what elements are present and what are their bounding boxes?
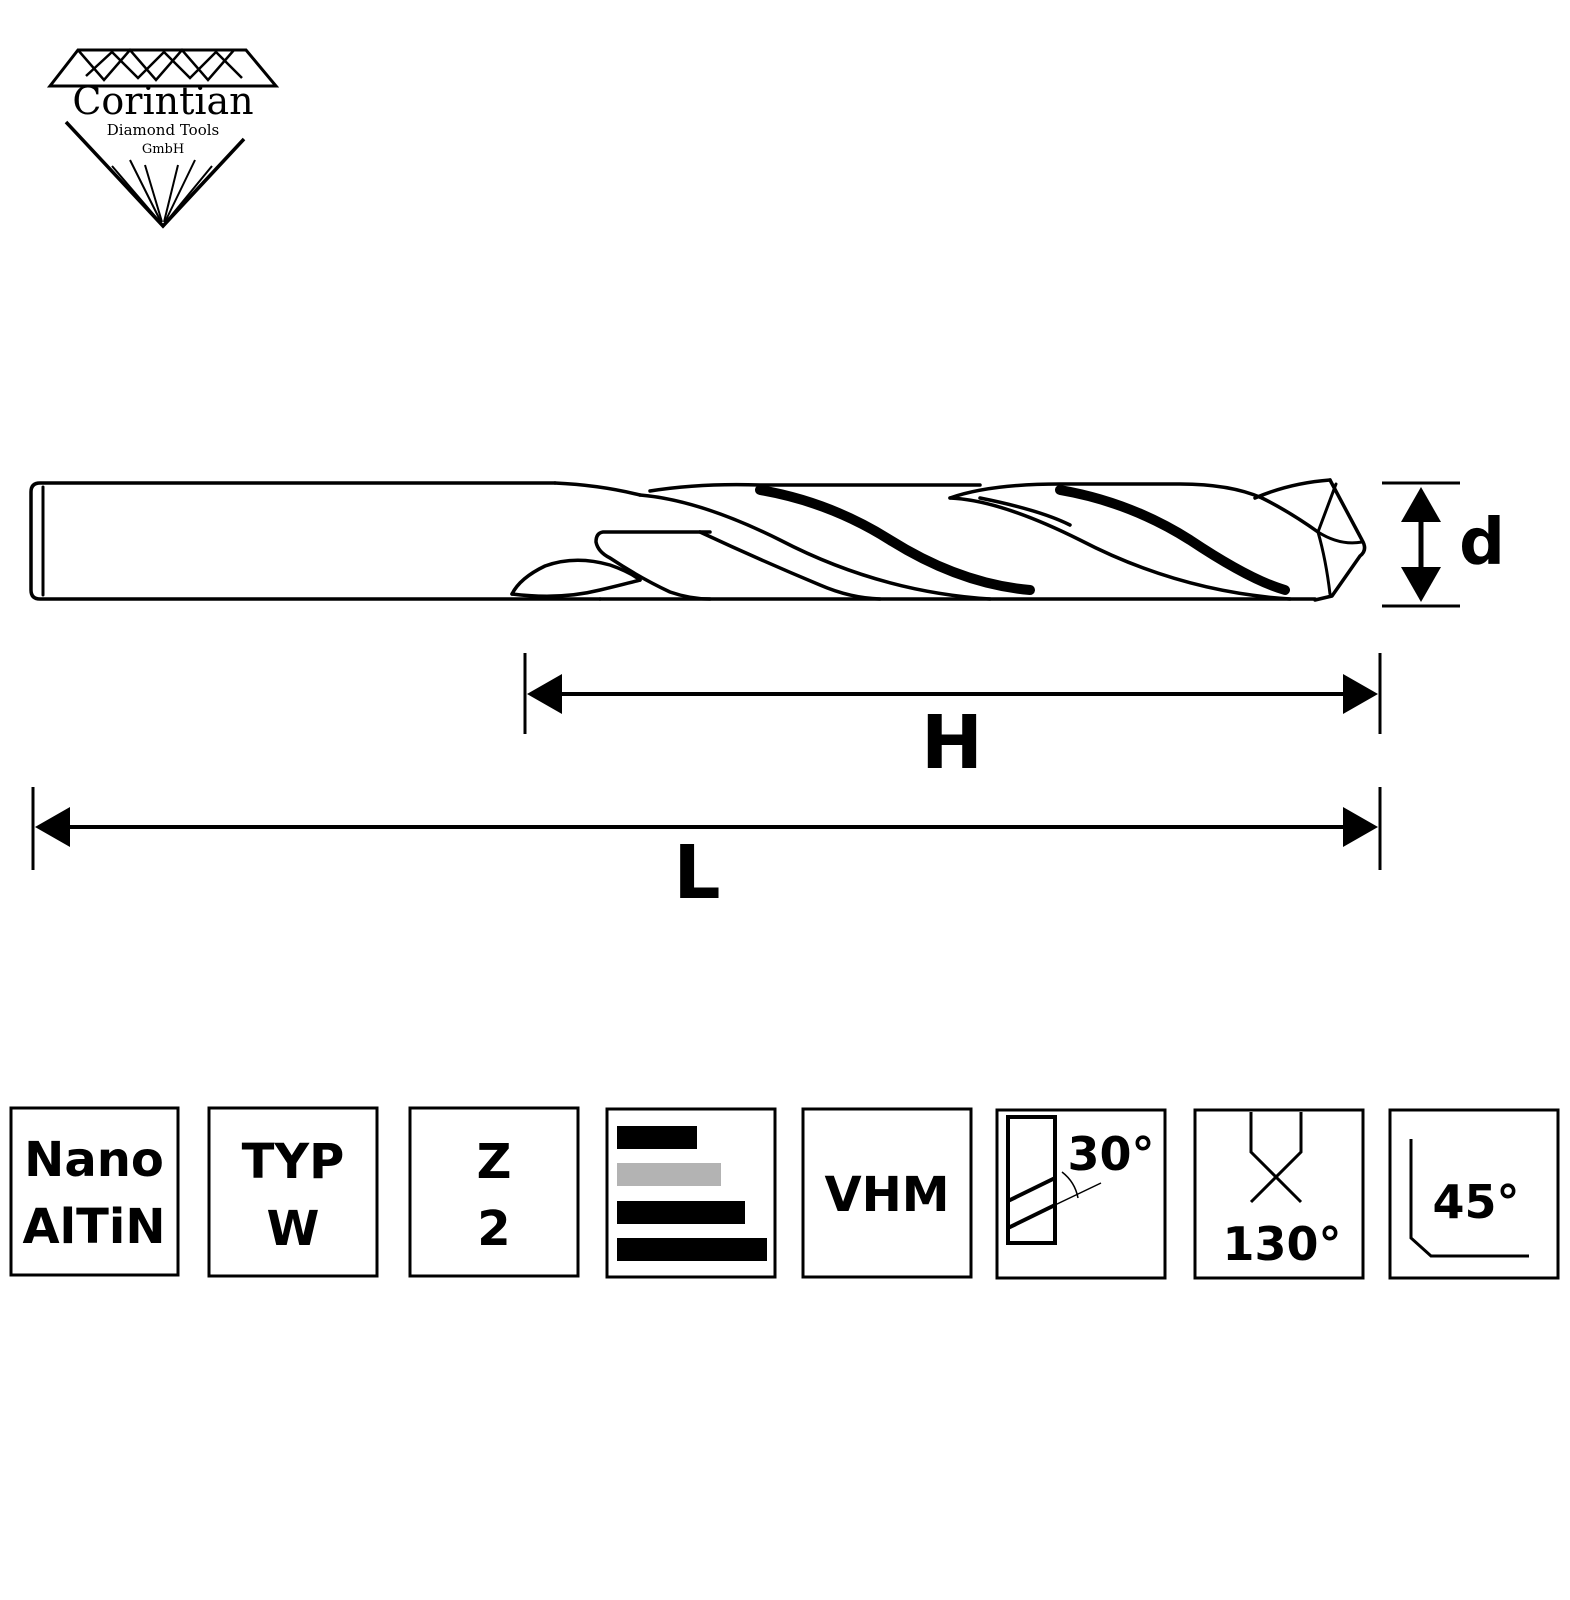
helix-angle-icon: 30° xyxy=(995,1108,1167,1280)
arrow-down-icon xyxy=(1401,567,1441,602)
material-bar xyxy=(617,1163,721,1186)
logo-company-form: GmbH xyxy=(142,142,184,157)
helical-flute-2 xyxy=(948,496,1292,601)
flute-count-icon: Z 2 xyxy=(408,1106,580,1278)
coating-icon: Nano AlTiN xyxy=(9,1106,180,1277)
coating-line1: Nano xyxy=(24,1132,164,1188)
flute-count-line1: Z xyxy=(477,1134,512,1190)
diamond-icon xyxy=(46,48,280,229)
material-vhm-icon: VHM xyxy=(801,1107,973,1279)
drill-shank xyxy=(29,481,602,601)
flute-length-label: H xyxy=(921,700,983,786)
type-line2: W xyxy=(267,1201,320,1257)
chamfer-angle-icon: 45° xyxy=(1388,1108,1560,1280)
diameter-dimension xyxy=(1382,481,1460,608)
helix-angle-label: 30° xyxy=(1067,1127,1154,1181)
diameter-label: d xyxy=(1459,506,1505,580)
helical-flute-1 xyxy=(638,493,992,601)
material-bar xyxy=(617,1201,745,1224)
flute-runout xyxy=(510,558,642,596)
arrow-left-icon xyxy=(527,674,562,714)
total-length-dimension xyxy=(31,787,1382,870)
arrow-up-icon xyxy=(1401,487,1441,522)
point-angle-label: 130° xyxy=(1222,1217,1341,1271)
material-bar xyxy=(617,1238,767,1261)
logo-name: Corintian xyxy=(72,79,253,123)
drill-bit xyxy=(29,478,1367,602)
spec-icon-row: Nano AlTiN TYP W Z 2 VHM xyxy=(9,1106,1560,1280)
flute-count-line2: 2 xyxy=(477,1201,510,1257)
type-icon: TYP W xyxy=(207,1106,379,1278)
arrow-right-icon xyxy=(1343,807,1378,847)
flute-length-dimension xyxy=(523,653,1382,734)
material-label: VHM xyxy=(824,1167,949,1223)
material-bar xyxy=(617,1126,697,1149)
total-length-label: L xyxy=(673,830,720,916)
type-line1: TYP xyxy=(242,1134,345,1190)
arrow-left-icon xyxy=(35,807,70,847)
logo-subtitle: Diamond Tools xyxy=(107,121,219,139)
drill-tip xyxy=(1313,478,1367,602)
arrow-right-icon xyxy=(1343,674,1378,714)
company-logo: Corintian Diamond Tools GmbH xyxy=(46,48,280,229)
chamfer-angle-label: 45° xyxy=(1432,1175,1519,1229)
point-angle-icon: 130° xyxy=(1193,1108,1365,1280)
coating-line2: AlTiN xyxy=(23,1199,166,1255)
material-bars-icon xyxy=(605,1107,777,1279)
